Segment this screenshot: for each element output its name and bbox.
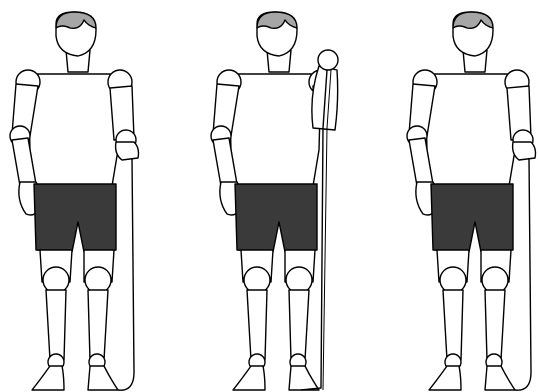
left-knee-joint: [440, 267, 466, 293]
right-knee-joint: [85, 267, 111, 293]
exercise-figure-2: [211, 12, 338, 390]
shorts: [235, 184, 317, 252]
right-knee-joint: [286, 267, 312, 293]
hair: [453, 12, 493, 28]
resistance-band: [515, 158, 531, 390]
shorts: [34, 184, 116, 252]
right-hand: [513, 142, 536, 160]
hair: [56, 12, 96, 28]
left-knee-joint: [244, 267, 270, 293]
right-hand: [116, 142, 139, 160]
left-knee-joint: [43, 267, 69, 293]
left-shin: [46, 290, 66, 360]
left-shin: [247, 290, 267, 360]
exercise-figure-1: [10, 12, 139, 390]
right-foot: [88, 366, 118, 390]
shorts: [431, 184, 513, 252]
right-knee-joint: [482, 267, 508, 293]
right-shin: [485, 290, 505, 360]
right-foot: [289, 366, 319, 390]
right-foot: [485, 366, 515, 390]
torso: [28, 74, 120, 186]
right-shin: [289, 290, 309, 360]
left-foot: [32, 366, 64, 390]
left-shin: [443, 290, 463, 360]
left-foot: [429, 366, 461, 390]
resistance-band: [118, 158, 134, 390]
hair: [257, 12, 297, 28]
torso: [425, 74, 517, 186]
torso: [229, 74, 321, 186]
right-shin: [88, 290, 108, 360]
left-foot: [233, 366, 265, 390]
exercise-figure-3: [407, 12, 536, 390]
right-fist: [318, 50, 338, 70]
